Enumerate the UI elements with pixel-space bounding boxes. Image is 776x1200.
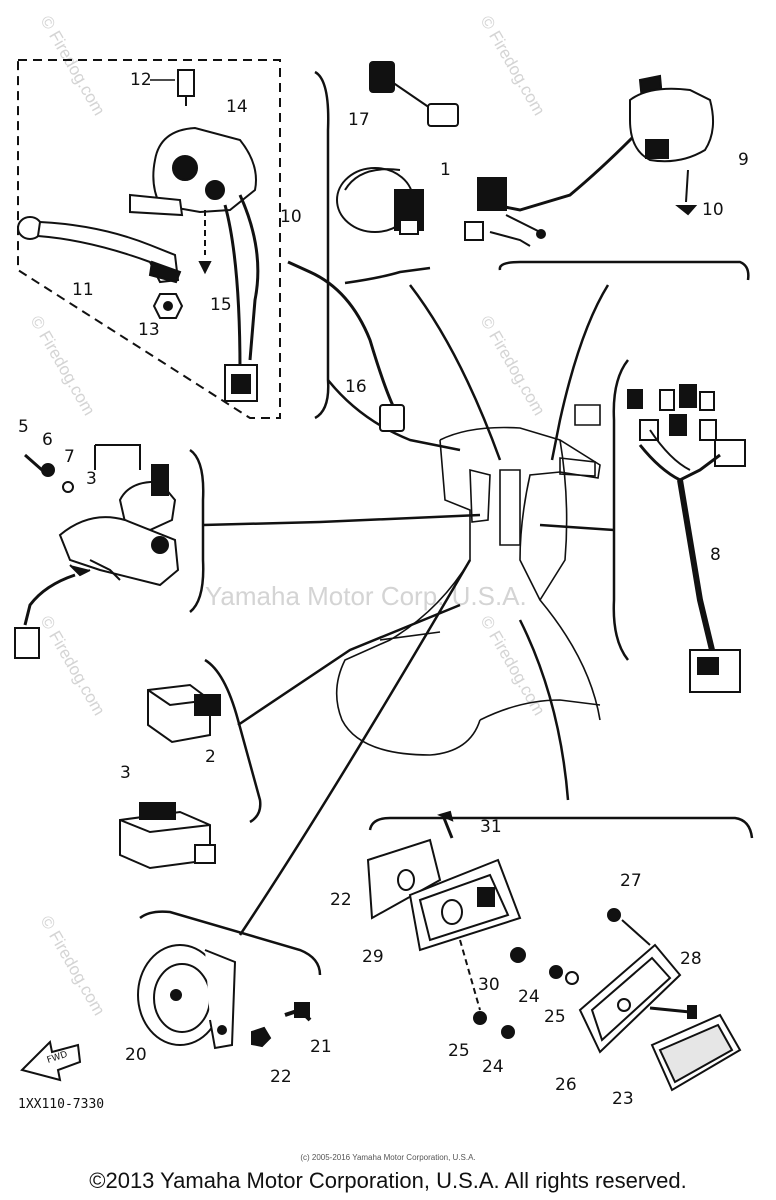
diagram-code: 1XX110-7330 <box>18 1097 104 1112</box>
part-23-lens-top <box>366 838 442 920</box>
part-9-wire-harness <box>627 384 746 693</box>
part-number-label: 2 <box>205 747 216 767</box>
part-19-flasher-relay <box>336 167 424 235</box>
part-27-nut <box>607 908 651 946</box>
part-number-label: 30 <box>478 975 500 995</box>
part-13-lever <box>17 216 182 284</box>
part-number-labels: 12 14 10 11 13 15 16 17 1 9 10 5 6 7 3 8… <box>18 70 749 1112</box>
watermark: © Firedog.com <box>37 13 109 119</box>
watermark: © Firedog.com <box>477 313 549 419</box>
part-number-label: 21 <box>310 1037 332 1057</box>
part-number-label: 7 <box>64 447 75 467</box>
part-number-label: 17 <box>348 110 370 130</box>
part-26-bracket <box>578 943 682 1054</box>
part-20-horn <box>137 944 237 1050</box>
part-number-label: 26 <box>555 1075 577 1095</box>
watermark: © Firedog.com <box>37 913 109 1019</box>
bracket-2-3 <box>204 658 262 824</box>
part-number-label: 8 <box>710 545 721 565</box>
part-number-label: 9 <box>738 150 749 170</box>
part-number-label: 12 <box>130 70 152 90</box>
bracket-10 <box>498 260 750 281</box>
watermark: © Firedog.com <box>37 613 109 719</box>
part-number-label: 10 <box>702 200 724 220</box>
part-number-label: 1 <box>440 160 451 180</box>
bracket-tail-light <box>368 816 754 839</box>
part-29-housing <box>408 858 522 952</box>
part-28-bolt <box>649 1005 697 1019</box>
bracket-horn <box>139 910 322 976</box>
small-copyright: (c) 2005-2016 Yamaha Motor Corporation, … <box>300 1153 476 1162</box>
group-brackets <box>17 59 754 976</box>
part-number-label: 31 <box>480 817 502 837</box>
part-22-nut <box>251 1026 272 1048</box>
part-31-screw <box>437 810 454 839</box>
bracket-12 <box>314 70 330 420</box>
part-30-nut <box>510 947 526 963</box>
watermark: © Firedog.com <box>477 613 549 719</box>
part-number-label: 3 <box>86 469 97 489</box>
part-number-label: 14 <box>226 97 248 117</box>
part-18-lead <box>287 260 405 432</box>
part-number-label: 28 <box>680 949 702 969</box>
part-number-label: 29 <box>362 947 384 967</box>
bracket-5 <box>189 448 205 613</box>
part-number-label: 13 <box>138 320 160 340</box>
part-number-label: 16 <box>345 377 367 397</box>
watermark: © Firedog.com <box>477 13 549 119</box>
part-number-label: 20 <box>125 1045 147 1065</box>
part-number-label: 27 <box>620 871 642 891</box>
fwd-arrow-icon: FWD <box>20 1039 82 1082</box>
part-1-connector <box>369 61 459 127</box>
part-number-label: 25 <box>448 1041 470 1061</box>
part-number-label: 24 <box>518 987 540 1007</box>
copyright-notice: ©2013 Yamaha Motor Corporation, U.S.A. A… <box>89 1168 687 1193</box>
bracket-9 <box>612 359 629 661</box>
part-3-relay <box>119 802 216 870</box>
part-number-label: 24 <box>482 1057 504 1077</box>
watermark: © Firedog.com <box>27 313 99 419</box>
part-number-label: 25 <box>544 1007 566 1027</box>
part-15-nut <box>152 293 184 319</box>
part-number-label: 22 <box>330 890 352 910</box>
center-watermark: Yamaha Motor Corp. U.S.A. <box>205 581 527 611</box>
part-number-label: 5 <box>18 417 29 437</box>
part-number-label: 15 <box>210 295 232 315</box>
part-2-relay <box>147 683 221 744</box>
part-21-bolt <box>284 1002 312 1022</box>
part-25-washer <box>459 939 579 1025</box>
part-16-switch-assembly <box>129 69 260 402</box>
part-number-label: 23 <box>612 1089 634 1109</box>
part-5-main-switch <box>14 444 180 659</box>
part-number-label: 10 <box>280 207 302 227</box>
part-10-handlebar-switch <box>464 74 715 247</box>
part-number-label: 3 <box>120 763 131 783</box>
part-number-label: 22 <box>270 1067 292 1087</box>
frame-sketch <box>335 404 601 756</box>
part-23-reflector <box>650 1013 742 1092</box>
dashed-group-box <box>17 59 281 419</box>
part-number-label: 6 <box>42 430 53 450</box>
part-number-label: 11 <box>72 280 94 300</box>
part-24-nut <box>501 965 563 1039</box>
